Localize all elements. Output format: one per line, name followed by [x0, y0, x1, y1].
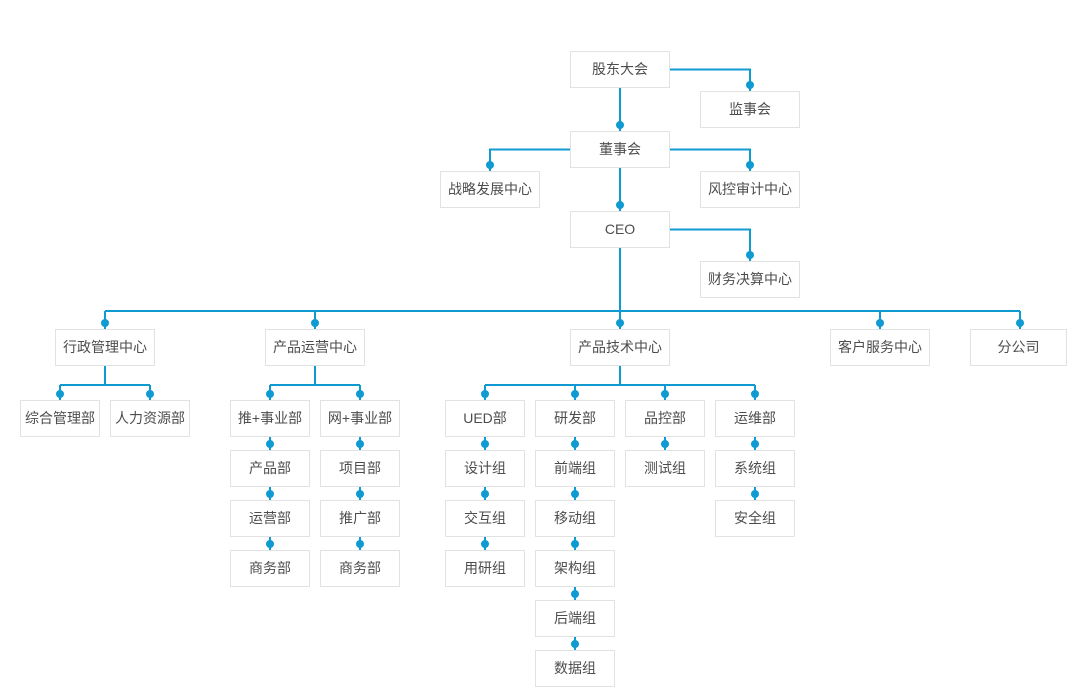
org-node-ued-dept[interactable]: UED部 [445, 400, 525, 437]
org-node-business-dept-wang[interactable]: 商务部 [320, 550, 400, 587]
org-node-operation-dept[interactable]: 运营部 [230, 500, 310, 537]
org-node-rd-dept[interactable]: 研发部 [535, 400, 615, 437]
org-node-data-team[interactable]: 数据组 [535, 650, 615, 687]
org-node-product-dept[interactable]: 产品部 [230, 450, 310, 487]
org-node-wang-business-dept[interactable]: 网+事业部 [320, 400, 400, 437]
org-node-board-of-directors[interactable]: 董事会 [570, 131, 670, 168]
org-node-frontend-team[interactable]: 前端组 [535, 450, 615, 487]
org-node-qc-dept[interactable]: 品控部 [625, 400, 705, 437]
org-node-security-team[interactable]: 安全组 [715, 500, 795, 537]
org-node-tui-business-dept[interactable]: 推+事业部 [230, 400, 310, 437]
org-node-branch-company[interactable]: 分公司 [970, 329, 1067, 366]
org-node-admin-mgmt-center[interactable]: 行政管理中心 [55, 329, 155, 366]
org-node-general-mgmt-dept[interactable]: 综合管理部 [20, 400, 100, 437]
org-node-customer-service-center[interactable]: 客户服务中心 [830, 329, 930, 366]
org-node-finance-settlement-center[interactable]: 财务决算中心 [700, 261, 800, 298]
org-node-backend-team[interactable]: 后端组 [535, 600, 615, 637]
org-node-hr-dept[interactable]: 人力资源部 [110, 400, 190, 437]
org-node-supervisory-board[interactable]: 监事会 [700, 91, 800, 128]
org-node-product-operation-center[interactable]: 产品运营中心 [265, 329, 365, 366]
org-node-interaction-team[interactable]: 交互组 [445, 500, 525, 537]
org-node-testing-team[interactable]: 测试组 [625, 450, 705, 487]
org-node-system-team[interactable]: 系统组 [715, 450, 795, 487]
org-node-ceo[interactable]: CEO [570, 211, 670, 248]
org-node-promotion-dept[interactable]: 推广部 [320, 500, 400, 537]
org-node-risk-audit-center[interactable]: 风控审计中心 [700, 171, 800, 208]
org-node-product-tech-center[interactable]: 产品技术中心 [570, 329, 670, 366]
org-node-ops-dept[interactable]: 运维部 [715, 400, 795, 437]
org-node-design-team[interactable]: 设计组 [445, 450, 525, 487]
org-node-project-dept[interactable]: 项目部 [320, 450, 400, 487]
org-node-shareholders-meeting[interactable]: 股东大会 [570, 51, 670, 88]
org-node-architecture-team[interactable]: 架构组 [535, 550, 615, 587]
org-node-strategy-dev-center[interactable]: 战略发展中心 [440, 171, 540, 208]
org-node-business-dept-tui[interactable]: 商务部 [230, 550, 310, 587]
org-node-user-research-team[interactable]: 用研组 [445, 550, 525, 587]
org-node-mobile-team[interactable]: 移动组 [535, 500, 615, 537]
